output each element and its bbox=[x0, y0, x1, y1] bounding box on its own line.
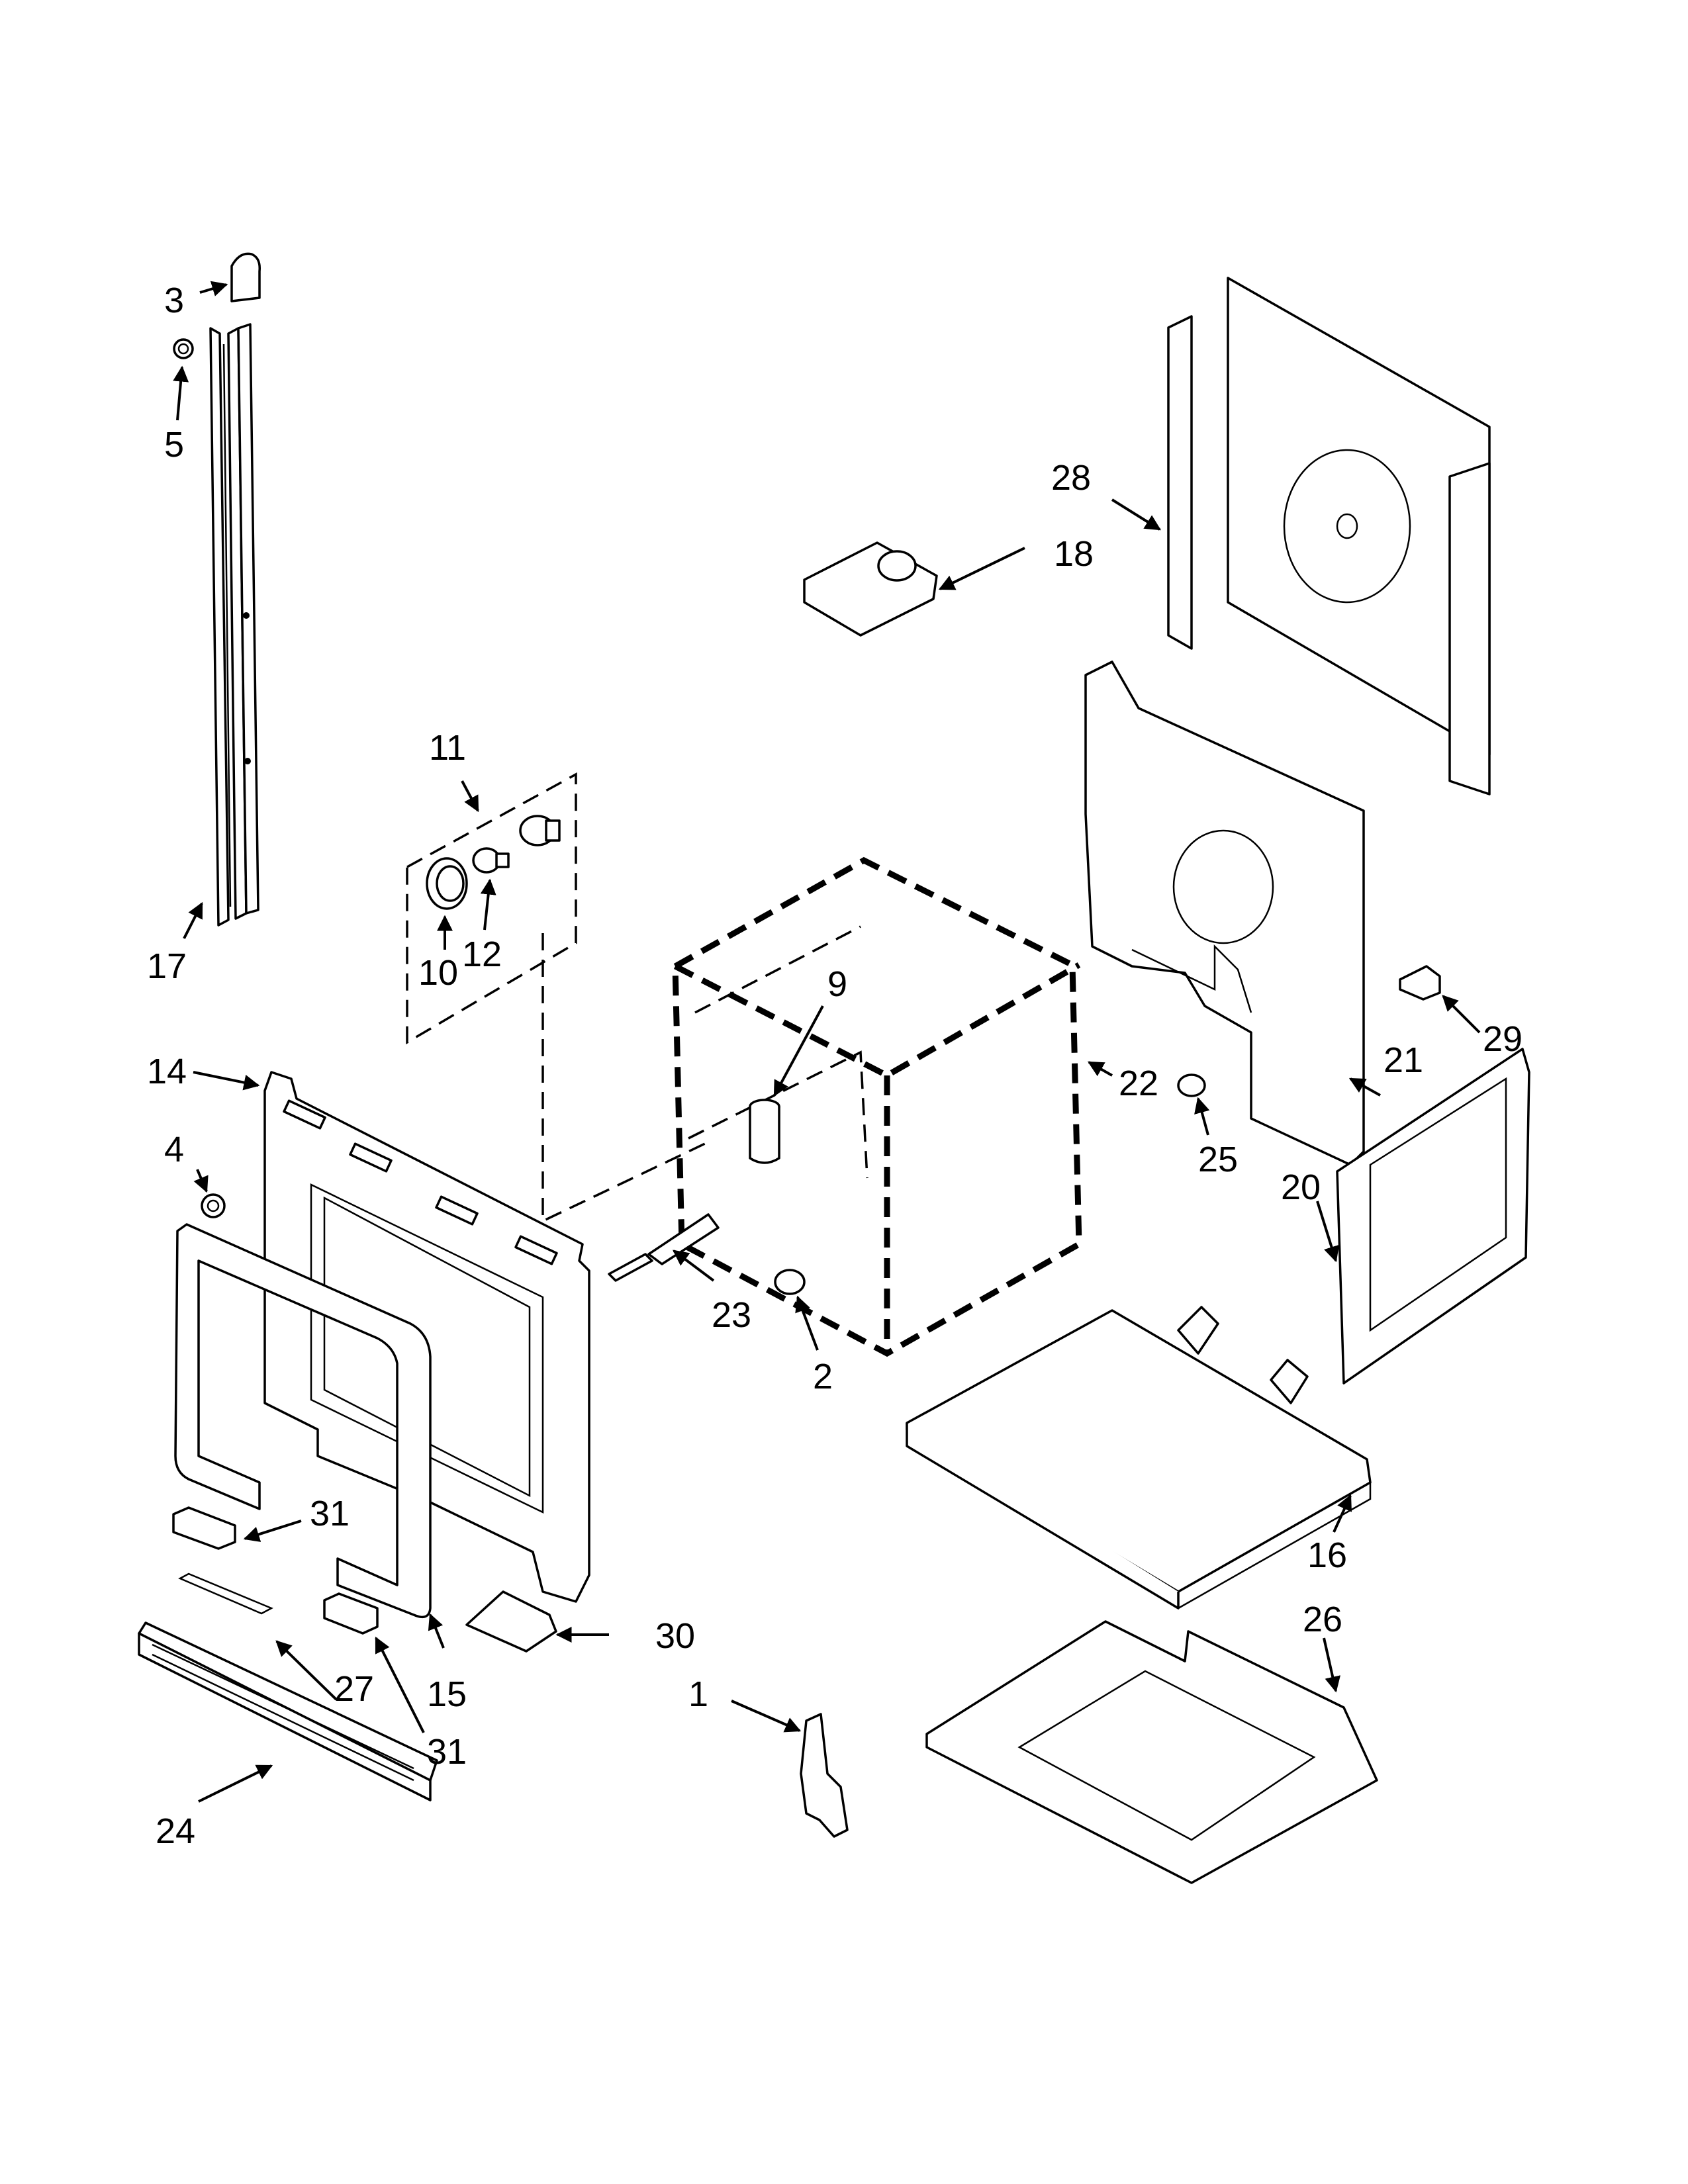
callout-30: 30 bbox=[655, 1616, 695, 1656]
callout-11: 11 bbox=[429, 728, 466, 768]
callout-20: 20 bbox=[1281, 1167, 1321, 1207]
part-25-thermostat bbox=[1177, 1073, 1206, 1097]
callout-3: 3 bbox=[164, 281, 184, 320]
callout-2: 2 bbox=[813, 1357, 833, 1396]
part-17-side-trim bbox=[209, 323, 259, 927]
part-18-latch-assembly bbox=[803, 541, 938, 637]
callout-18: 18 bbox=[1054, 534, 1094, 574]
part-28-rear-panel bbox=[1167, 277, 1491, 796]
part-29-clip bbox=[1399, 965, 1441, 1001]
part-31-spacer-block-lower bbox=[323, 1592, 379, 1635]
part-10-lamp-lens bbox=[426, 857, 468, 910]
part-4-screw bbox=[201, 1193, 226, 1218]
part-9-cylinder bbox=[749, 1099, 780, 1164]
lamp-alignment-line bbox=[541, 933, 706, 1223]
callout-17: 17 bbox=[147, 946, 187, 986]
callout-1: 1 bbox=[688, 1674, 708, 1714]
callout-21: 21 bbox=[1383, 1040, 1423, 1080]
part-2-knob bbox=[774, 1269, 806, 1295]
part-24-vent-grille bbox=[138, 1621, 438, 1801]
lamp-socket bbox=[519, 815, 561, 846]
leader-lines bbox=[173, 281, 1481, 1803]
callout-31-lower: 31 bbox=[427, 1732, 467, 1772]
part-26-bottom-tray bbox=[925, 1620, 1378, 1884]
part-31-spacer-block-upper bbox=[172, 1506, 236, 1550]
callout-27: 27 bbox=[334, 1669, 374, 1709]
part-11-lamp-assembly bbox=[406, 772, 577, 1045]
callout-9: 9 bbox=[827, 964, 847, 1004]
part-12-light-bulb bbox=[472, 847, 510, 874]
callout-29: 29 bbox=[1483, 1019, 1523, 1059]
part-3-end-cap bbox=[230, 252, 261, 302]
callout-23: 23 bbox=[712, 1295, 751, 1335]
part-21-rear-wall bbox=[1084, 660, 1365, 1166]
callout-22: 22 bbox=[1119, 1064, 1158, 1103]
part-27-strip bbox=[178, 1572, 273, 1615]
callout-28: 28 bbox=[1051, 458, 1091, 498]
part-20-side-panel bbox=[1336, 1048, 1530, 1385]
callout-5: 5 bbox=[164, 425, 184, 465]
part-30-bracket bbox=[465, 1590, 557, 1653]
part-14-front-frame bbox=[263, 1071, 590, 1603]
part-5-screw bbox=[173, 338, 194, 359]
callout-16: 16 bbox=[1307, 1535, 1347, 1575]
callout-31-upper: 31 bbox=[310, 1494, 350, 1533]
part-15-door-gasket bbox=[174, 1223, 432, 1619]
callout-14: 14 bbox=[147, 1052, 187, 1091]
callout-4: 4 bbox=[164, 1130, 184, 1169]
callout-labels: 3 5 17 11 10 12 9 14 4 18 28 22 29 21 25… bbox=[147, 281, 1523, 1851]
callout-25: 25 bbox=[1198, 1140, 1238, 1179]
part-16-bottom-cover bbox=[906, 1306, 1372, 1610]
part-22-oven-cavity bbox=[672, 856, 1082, 1357]
callout-24: 24 bbox=[156, 1811, 195, 1851]
callout-26: 26 bbox=[1303, 1600, 1342, 1639]
callout-12: 12 bbox=[462, 934, 502, 974]
callout-15: 15 bbox=[427, 1674, 467, 1714]
callout-10: 10 bbox=[418, 953, 458, 993]
part-23-oven-sensor bbox=[608, 1213, 720, 1282]
part-1-hinge-bracket bbox=[800, 1713, 849, 1838]
